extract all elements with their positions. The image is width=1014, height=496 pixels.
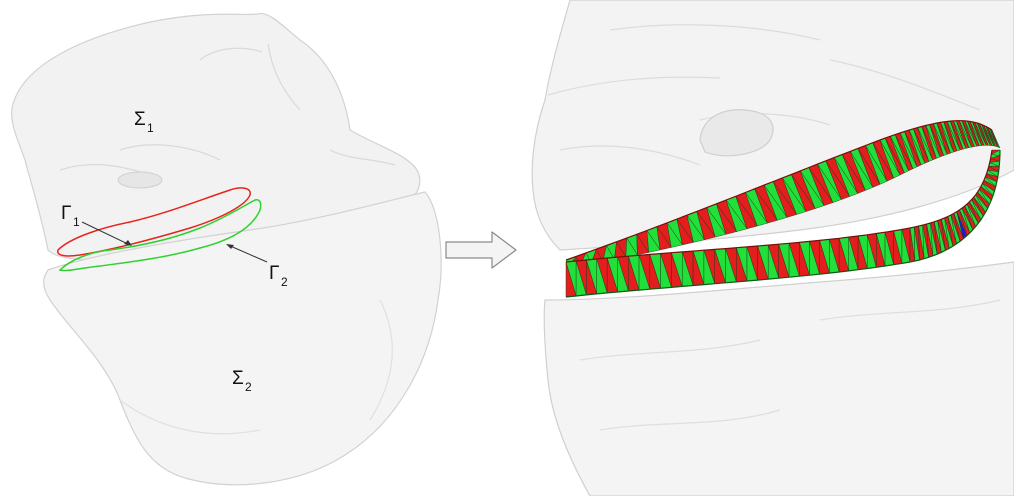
label-gamma1-subscript: 1 bbox=[73, 215, 80, 229]
label-sigma2-subscript: 2 bbox=[245, 380, 252, 394]
label-gamma2-subscript: 2 bbox=[281, 275, 288, 289]
label-sigma1-subscript: 1 bbox=[147, 121, 154, 135]
label-sigma1: Σ bbox=[134, 109, 146, 130]
right-arrow-icon bbox=[446, 232, 516, 268]
left-panel: Σ 1 Σ 2 Γ 1 Γ 2 bbox=[12, 13, 441, 484]
surface-sigma1-hole bbox=[118, 172, 162, 188]
label-gamma1: Γ bbox=[61, 203, 71, 224]
label-sigma2: Σ bbox=[232, 368, 244, 389]
label-gamma2: Γ bbox=[269, 263, 279, 284]
zoom-surface-lower bbox=[544, 262, 1014, 496]
right-panel bbox=[532, 0, 1014, 496]
